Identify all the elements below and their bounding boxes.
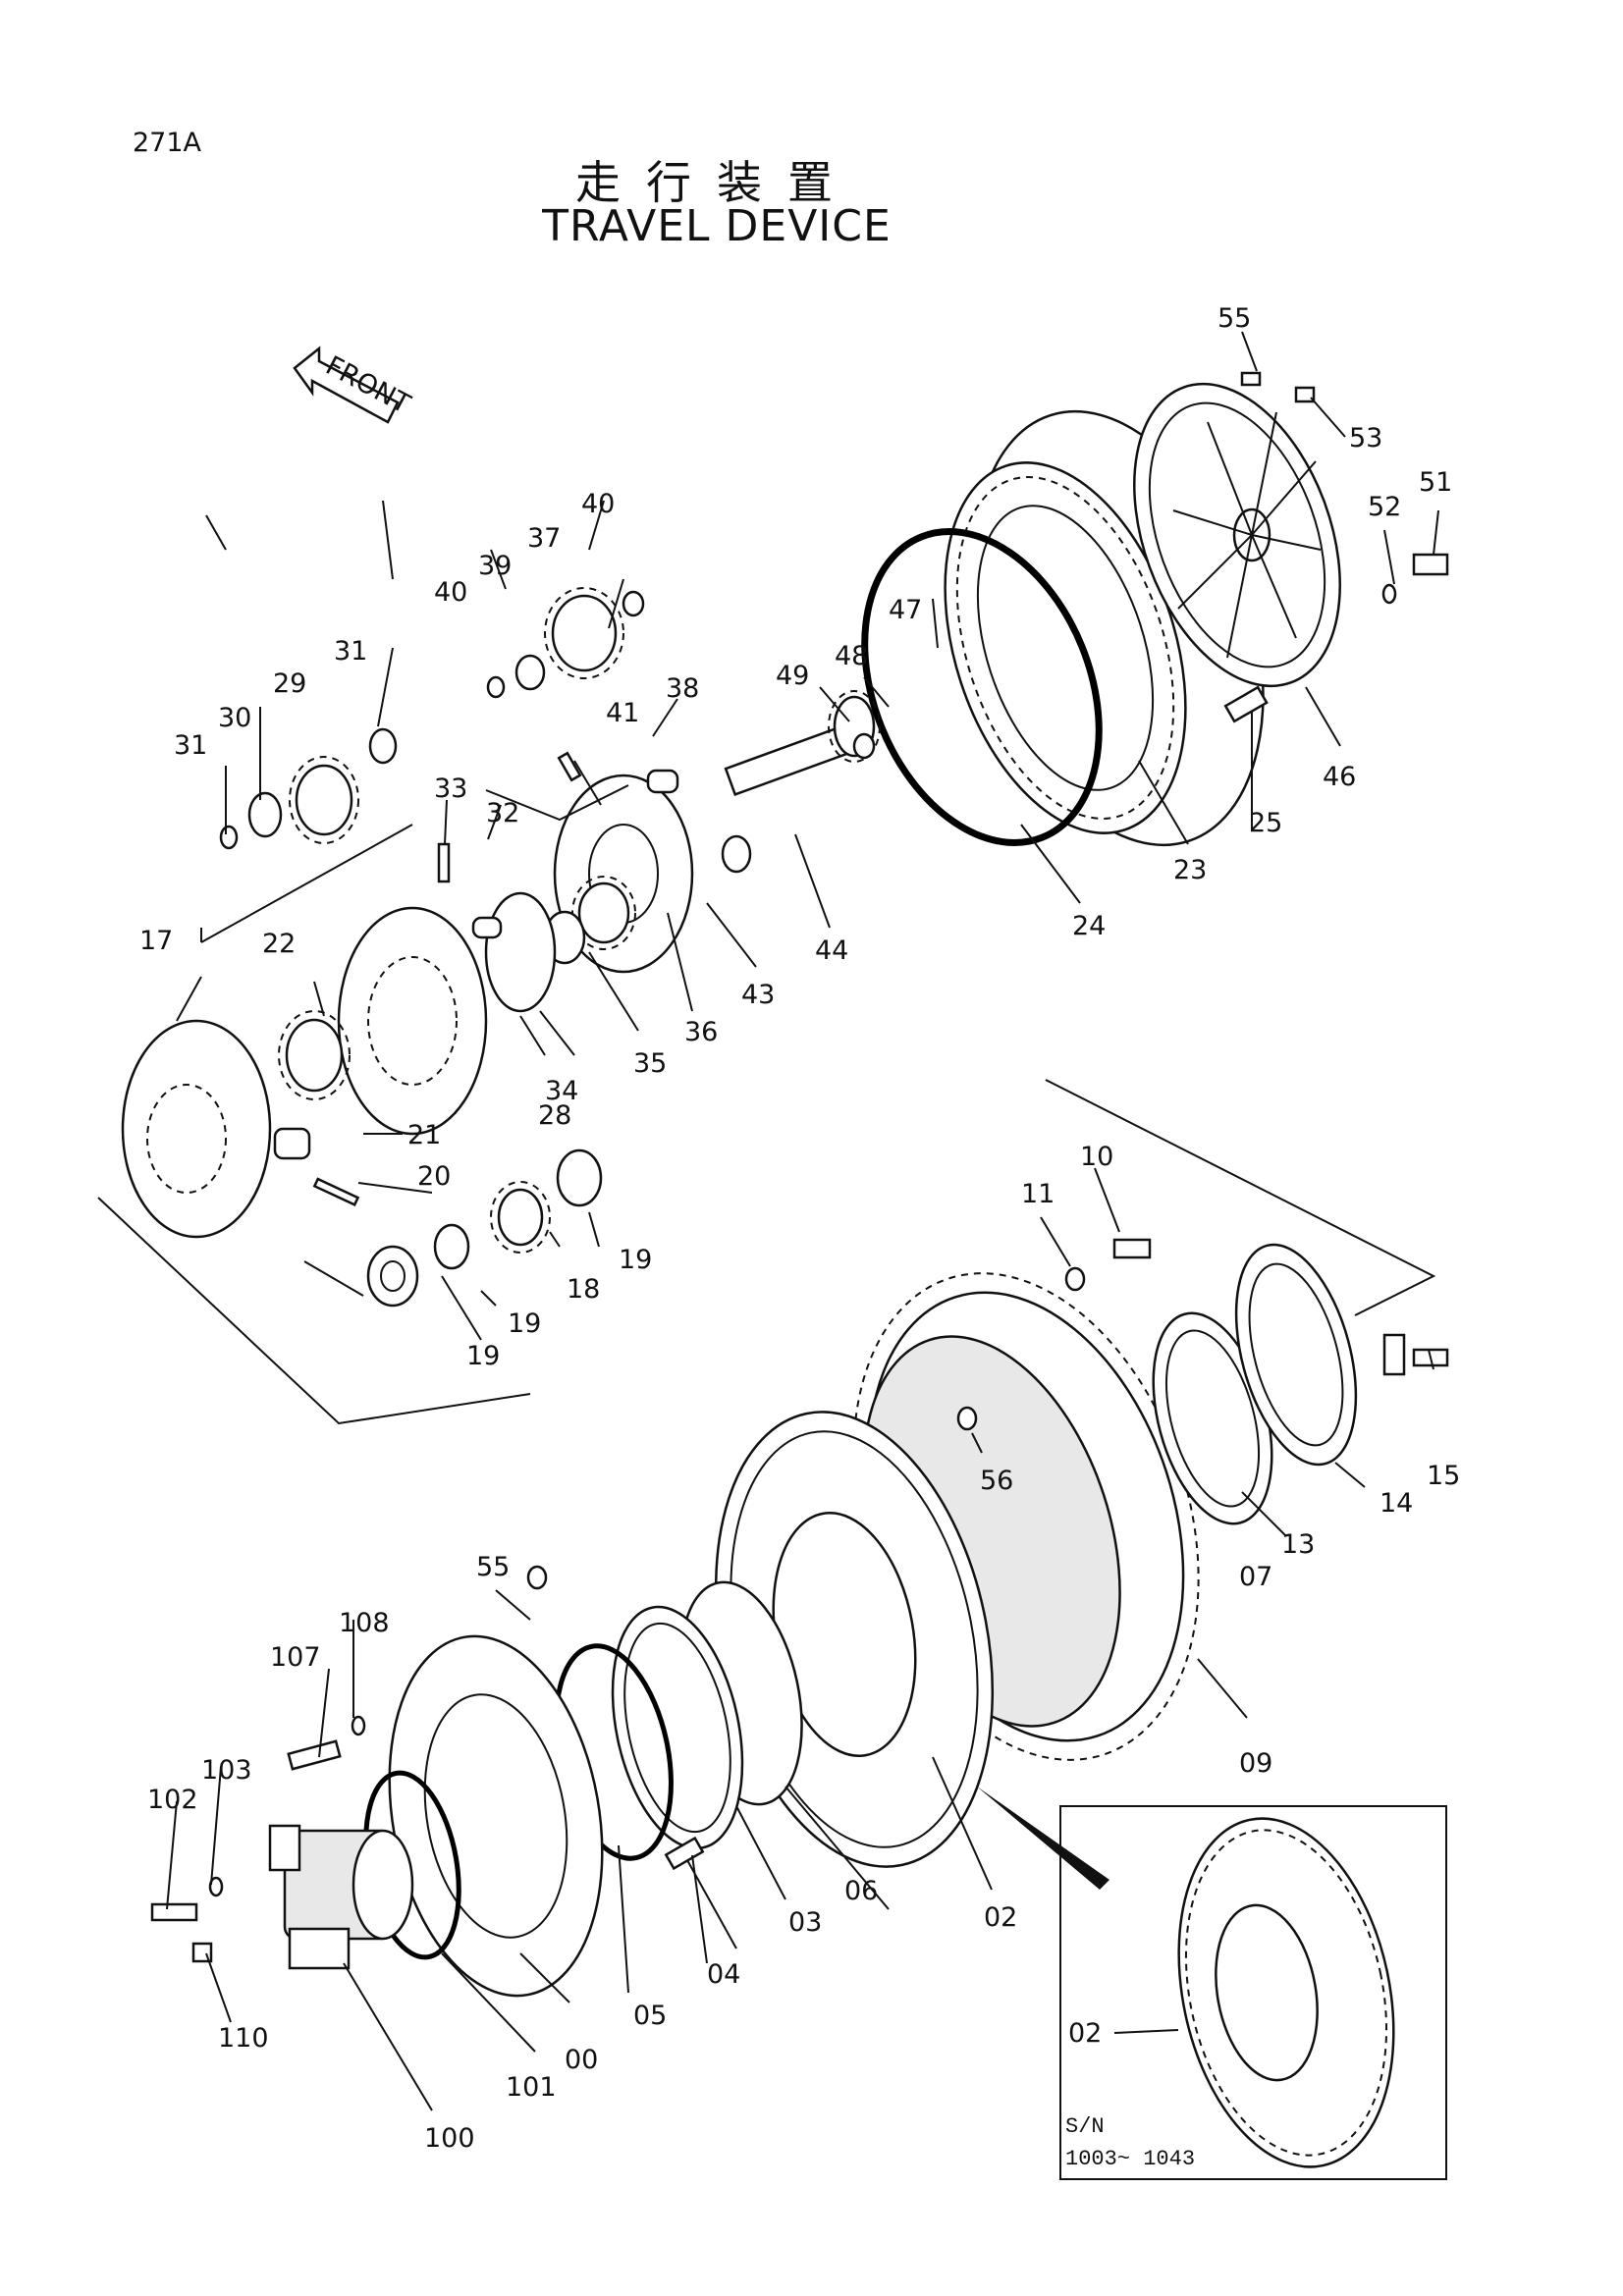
callout-44: 44 — [815, 935, 848, 966]
bearings-07-13 — [1064, 1238, 1449, 1525]
callout-labels: 55 53 51 52 40 37 39 40 47 48 49 38 41 3… — [139, 303, 1460, 2154]
callout-57: 56 — [980, 1466, 1013, 1496]
callout-18: 18 — [567, 1274, 600, 1305]
callout-38: 38 — [666, 673, 699, 704]
callout-30: 30 — [218, 703, 251, 733]
callout-43: 43 — [741, 980, 775, 1010]
callout-17: 17 — [139, 926, 173, 956]
callout-40b: 40 — [434, 577, 467, 608]
bolts-upper-right — [1223, 371, 1449, 723]
callout-56: 55 — [476, 1552, 510, 1582]
title-english: TRAVEL DEVICE — [542, 201, 892, 251]
cover-46 — [1133, 382, 1341, 688]
callout-14: 14 — [1380, 1488, 1413, 1519]
callout-21: 21 — [407, 1120, 441, 1150]
callout-35: 35 — [633, 1048, 667, 1079]
callout-15: 15 — [1427, 1461, 1460, 1491]
callout-33: 33 — [434, 774, 467, 804]
callout-31a: 31 — [334, 636, 367, 667]
left-gears — [219, 727, 398, 1100]
inset-sn-label: S/N — [1065, 2114, 1105, 2139]
callout-52: 52 — [1368, 492, 1401, 522]
callout-31b: 31 — [174, 730, 207, 761]
callout-108: 108 — [339, 1608, 390, 1638]
callout-46: 46 — [1323, 762, 1356, 792]
callout-32: 32 — [486, 798, 519, 828]
callout-100: 100 — [424, 2123, 475, 2154]
title-japanese: 走行装置 — [575, 156, 858, 209]
callout-103: 103 — [201, 1755, 252, 1786]
callout-110: 110 — [218, 2023, 269, 2054]
page-code: 271A — [133, 128, 202, 158]
callout-02: 02 — [984, 1902, 1017, 1933]
callout-23: 22 — [262, 929, 296, 959]
callout-36: 36 — [684, 1017, 718, 1047]
callout-13: 13 — [1281, 1529, 1315, 1560]
callout-07: 07 — [1239, 1562, 1272, 1592]
callout-00: 00 — [565, 2045, 598, 2075]
callout-102: 102 — [147, 1785, 198, 1815]
callout-24: 23 — [1173, 855, 1207, 885]
callout-55: 55 — [1217, 303, 1251, 334]
callout-40a: 40 — [581, 489, 615, 519]
front-arrow: FRONT — [293, 346, 415, 424]
bearings-18-20 — [366, 1148, 603, 1308]
callout-11: 11 — [1021, 1179, 1055, 1209]
callout-22: 20 — [417, 1161, 451, 1192]
carrier-28 — [337, 906, 488, 1136]
callout-47: 47 — [889, 595, 922, 625]
bracket-lower — [97, 1197, 531, 1425]
callout-06: 06 — [844, 1876, 878, 1906]
callout-10: 10 — [1080, 1142, 1113, 1172]
callout-101: 101 — [506, 2072, 557, 2103]
callout-48: 48 — [835, 641, 868, 671]
callout-34: 34 — [545, 1076, 578, 1106]
callout-26: 25 — [1249, 808, 1282, 838]
callout-04: 04 — [707, 1959, 740, 1990]
callout-29: 29 — [273, 668, 306, 699]
inset-sn-range: 1003~ 1043 — [1065, 2147, 1195, 2171]
callout-03: 03 — [788, 1907, 822, 1938]
inset-label-02: 02 — [1068, 2018, 1102, 2049]
bracket-right — [1045, 1079, 1436, 1316]
callout-51: 51 — [1419, 467, 1452, 498]
leader-lines — [166, 331, 1439, 2111]
callout-19b: 19 — [466, 1341, 500, 1371]
housing-17 — [121, 1019, 360, 1239]
callout-28: 28 — [538, 1100, 571, 1131]
housing-00 — [388, 1634, 604, 1998]
seals-03-05-06 — [526, 1565, 803, 1861]
callout-107: 107 — [270, 1642, 321, 1673]
callout-39: 39 — [478, 551, 512, 581]
small-gears-middle — [437, 587, 876, 1013]
callout-49: 49 — [776, 661, 809, 691]
inset-panel: 02 S/N 1003~ 1043 — [977, 1787, 1447, 2180]
o-ring-25 — [861, 528, 1103, 846]
callout-09: 09 — [1239, 1748, 1272, 1779]
motor-100 — [268, 1824, 414, 1970]
callout-19a: 19 — [619, 1245, 652, 1275]
callout-20: 19 — [508, 1308, 541, 1339]
callout-05: 05 — [633, 2001, 667, 2031]
callout-41: 41 — [606, 698, 639, 728]
callout-53: 53 — [1349, 423, 1382, 454]
callout-25: 24 — [1072, 911, 1106, 941]
bracket-upper — [200, 784, 629, 943]
callout-37: 37 — [527, 523, 561, 554]
